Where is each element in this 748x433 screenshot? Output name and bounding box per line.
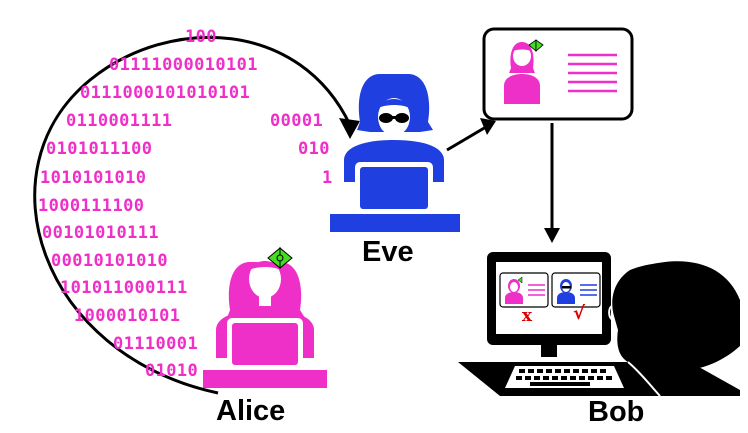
glasses-icon — [608, 305, 614, 321]
card-portrait-alice — [504, 39, 544, 104]
bit-line: 01010 — [145, 361, 199, 381]
bit-line: 1 — [322, 168, 333, 188]
bob-monitor — [458, 252, 740, 396]
alice-label: Alice — [216, 395, 286, 427]
alice-figure — [203, 260, 327, 388]
bit-line: 00001 — [270, 111, 324, 131]
eve-figure — [330, 74, 460, 232]
accept-mark: √ — [572, 303, 585, 324]
transmission-arc — [33, 35, 352, 395]
bit-line: 0110001111 — [66, 111, 173, 131]
eve-to-card-arrowhead — [480, 118, 496, 135]
bit-line: 1000010101 — [74, 306, 181, 326]
card-text-lines — [568, 53, 617, 93]
bit-line: 01111000010101 — [109, 55, 258, 75]
reject-mark: x — [521, 306, 533, 326]
bit-line: 1010101010 — [40, 168, 147, 188]
forged-id-card — [482, 27, 634, 121]
bob-figure — [608, 261, 740, 397]
transmission-arrowhead — [339, 118, 360, 139]
bit-line: 00101010111 — [42, 223, 159, 243]
bit-line: 01110001 — [113, 334, 199, 354]
eve-label: Eve — [362, 236, 414, 268]
bit-line: 0101011100 — [46, 139, 153, 159]
sunglasses-icon — [379, 113, 409, 123]
bit-line: 0111000101010101 — [80, 83, 251, 103]
bit-line: 00010101010 — [51, 251, 168, 271]
bit-line: 100 — [185, 27, 217, 47]
bit-line: 101011000111 — [60, 278, 188, 298]
bow-icon — [267, 246, 293, 270]
card-to-bob-arrowhead — [544, 228, 560, 243]
bob-label: Bob — [588, 396, 645, 428]
eve-to-card-arrow — [446, 125, 487, 152]
bit-line: 010 — [298, 139, 330, 159]
bit-line: 1000111100 — [38, 196, 145, 216]
